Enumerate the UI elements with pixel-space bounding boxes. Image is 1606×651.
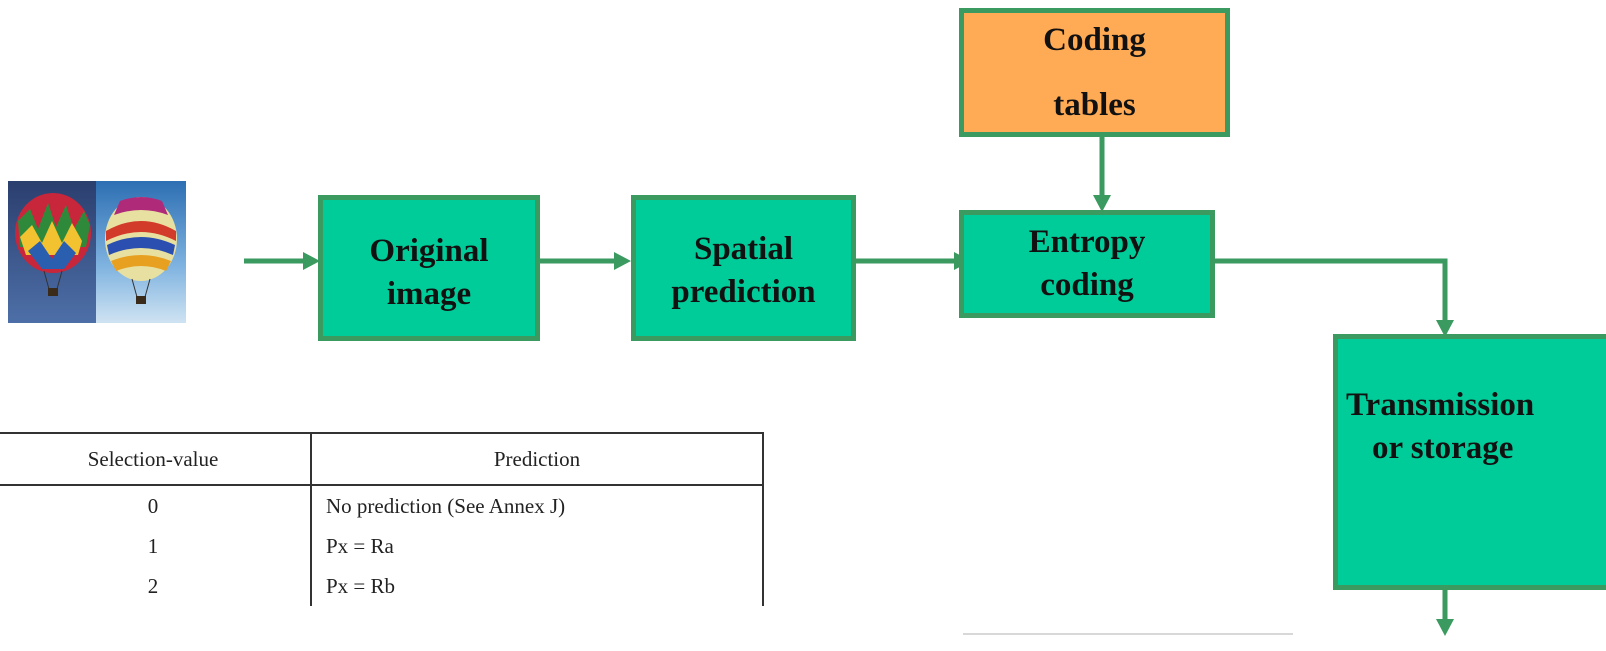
prediction-cell: No prediction (See Annex J) — [311, 485, 764, 526]
transmission-label-line2: or storage — [1372, 429, 1514, 466]
table-row: 0 No prediction (See Annex J) — [0, 485, 764, 526]
header-prediction: Prediction — [311, 433, 764, 486]
prediction-cell: Px = Ra — [311, 526, 764, 566]
spatial-prediction-box: Spatial prediction — [631, 195, 856, 341]
entropy-coding-label-line2: coding — [1040, 267, 1134, 303]
balloons-image-icon — [8, 181, 186, 323]
table-row: 2 Px = Rb — [0, 566, 764, 606]
original-image-label-line1: Original — [369, 233, 489, 270]
coding-tables-box: Coding tables — [959, 8, 1230, 137]
arrow-entropy-to-transmission — [1214, 258, 1448, 322]
table-header-row: Selection-value Prediction — [0, 433, 764, 486]
header-selection-value: Selection-value — [0, 433, 312, 486]
entropy-coding-box: Entropy coding — [959, 210, 1215, 318]
coding-tables-label-line1: Coding — [1043, 22, 1146, 59]
table-row: 1 Px = Ra — [0, 526, 764, 566]
transmission-label-line1: Transmission — [1346, 387, 1535, 423]
entropy-coding-label-line1: Entropy — [1028, 224, 1146, 261]
coding-tables-label-line2: tables — [1053, 86, 1136, 123]
spatial-prediction-label-line2: prediction — [671, 273, 816, 310]
original-image-box: Original image — [318, 195, 540, 341]
selection-value-cell: 2 — [0, 566, 312, 606]
transmission-storage-box: Transmission or storage — [1333, 334, 1606, 590]
prediction-table: Selection-value Prediction 0 No predicti… — [0, 432, 764, 606]
faint-divider — [963, 633, 1293, 635]
prediction-cell: Px = Rb — [311, 566, 764, 606]
original-image-label-line2: image — [386, 276, 472, 312]
spatial-prediction-label-line1: Spatial — [693, 231, 794, 267]
selection-value-cell: 0 — [0, 485, 312, 526]
selection-value-cell: 1 — [0, 526, 312, 566]
